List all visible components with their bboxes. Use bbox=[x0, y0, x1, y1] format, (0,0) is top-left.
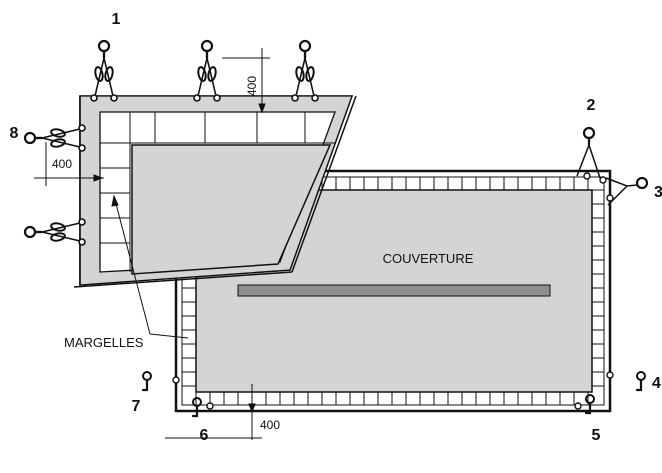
anchor-icon bbox=[89, 39, 119, 103]
anchor-2 bbox=[576, 126, 601, 179]
strap-bar bbox=[237, 284, 551, 297]
anchor-number-8: 8 bbox=[10, 125, 19, 142]
anchor-icon bbox=[192, 39, 222, 103]
anchor-group-1 bbox=[89, 39, 320, 103]
dimension-bottom-label: 400 bbox=[260, 418, 280, 432]
copings-label: MARGELLES bbox=[64, 335, 144, 350]
dimension-top bbox=[222, 48, 270, 114]
anchor-icon bbox=[290, 39, 320, 103]
coping-tile-grid bbox=[100, 112, 335, 272]
anchor-number-4: 4 bbox=[652, 375, 661, 392]
dimension-side-label: 400 bbox=[52, 157, 72, 171]
cover-trapezoid bbox=[131, 144, 332, 275]
anchor-3 bbox=[605, 176, 649, 206]
cover-label: COUVERTURE bbox=[383, 251, 474, 266]
copings-callout bbox=[111, 194, 189, 339]
ground-pin-icon-4 bbox=[635, 370, 647, 392]
dimension-side bbox=[34, 142, 104, 186]
ground-pin-icon-7 bbox=[141, 370, 153, 392]
dimension-bottom bbox=[165, 384, 262, 440]
anchor-number-1: 1 bbox=[112, 11, 121, 28]
anchor-number-6: 6 bbox=[200, 427, 209, 444]
anchor-group-8 bbox=[23, 123, 87, 247]
anchor-icon bbox=[23, 217, 87, 247]
dimension-top-label: 400 bbox=[245, 76, 259, 96]
anchor-number-3: 3 bbox=[654, 184, 662, 201]
anchor-number-5: 5 bbox=[592, 427, 601, 444]
anchor-number-7: 7 bbox=[132, 398, 141, 415]
anchor-icon bbox=[23, 123, 87, 153]
anchor-number-2: 2 bbox=[587, 97, 596, 114]
trapezoid-pool bbox=[73, 95, 357, 288]
